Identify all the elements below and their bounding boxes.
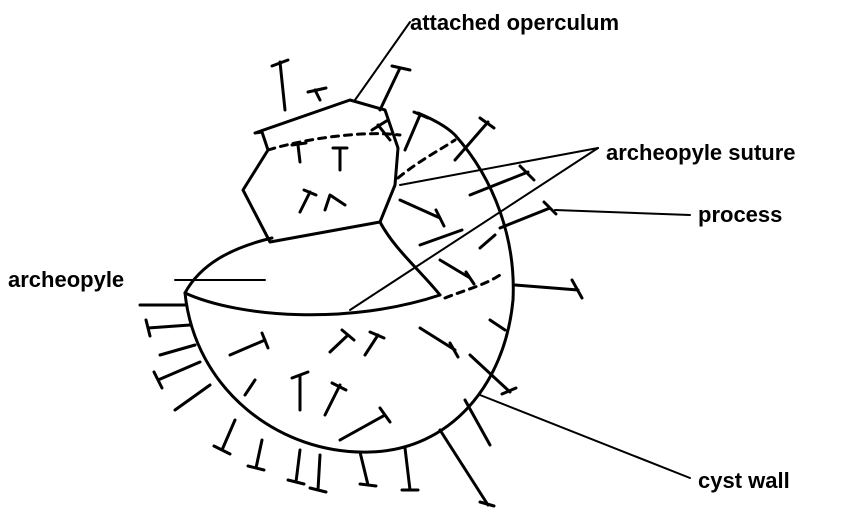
process-spine <box>480 235 495 248</box>
processes <box>140 60 582 506</box>
process-spine <box>310 455 326 492</box>
process-spine <box>214 420 235 454</box>
process-spine <box>146 320 190 336</box>
process-spine <box>360 452 376 486</box>
process-spine <box>308 88 326 100</box>
leader-cyst-wall <box>480 395 690 478</box>
process-spine <box>160 345 195 355</box>
archeopyle-suture-right <box>445 275 500 298</box>
process-spine <box>175 385 210 410</box>
leader-lines <box>175 22 690 478</box>
process-spine <box>420 328 458 357</box>
process-spine <box>300 190 316 212</box>
process-spine <box>292 143 306 162</box>
process-spine <box>380 66 410 110</box>
label-process: process <box>698 202 782 227</box>
process-spine <box>288 450 304 484</box>
process-spine <box>330 330 354 352</box>
label-cyst-wall: cyst wall <box>698 468 790 493</box>
leader-attached-operculum <box>355 22 410 100</box>
process-spine <box>515 280 582 298</box>
process-spine <box>292 372 308 410</box>
process-spine <box>405 112 428 150</box>
process-spine <box>230 333 268 355</box>
label-archeopyle-suture: archeopyle suture <box>606 140 796 165</box>
process-spine <box>455 118 494 160</box>
process-spine <box>272 60 288 110</box>
leader-process <box>555 210 690 215</box>
process-spine <box>325 195 345 210</box>
process-spine <box>470 355 516 394</box>
label-attached-operculum: attached operculum <box>410 10 619 35</box>
process-spine <box>245 380 255 395</box>
process-spine <box>372 120 390 140</box>
archeopyle-rim <box>185 293 440 315</box>
process-spine <box>440 260 474 284</box>
process-spine <box>402 448 418 490</box>
process-spine <box>490 320 505 330</box>
process-spine <box>154 362 200 388</box>
process-spine <box>325 383 346 415</box>
process-spine <box>400 200 444 226</box>
operculum-outline <box>243 100 398 242</box>
process-spine <box>248 440 264 470</box>
process-spine <box>465 400 490 445</box>
process-spine <box>340 408 390 440</box>
archeopyle-edge <box>185 238 272 293</box>
process-spine <box>440 430 494 506</box>
process-spine <box>420 230 462 245</box>
label-archeopyle: archeopyle <box>8 267 124 292</box>
leader-archeopyle-suture-lower <box>350 148 598 310</box>
process-spine <box>365 332 384 355</box>
process-spine <box>333 148 347 170</box>
